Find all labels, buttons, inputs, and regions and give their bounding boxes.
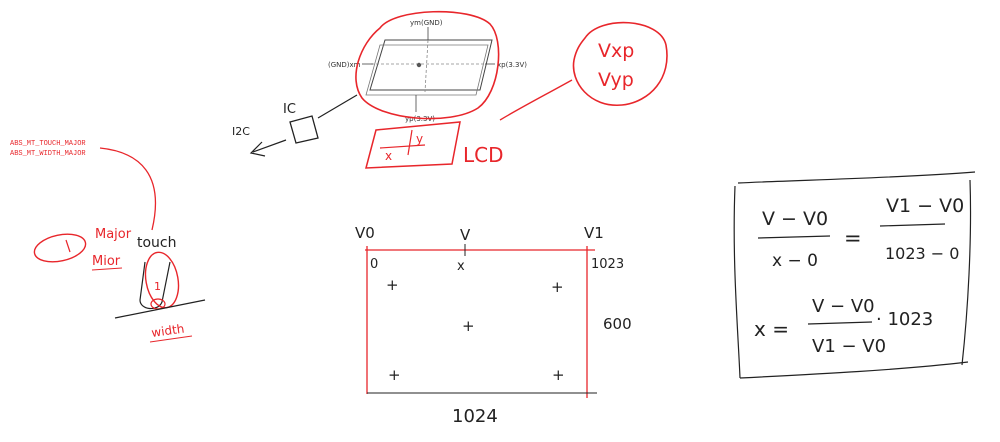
width-label-1024: 1024	[452, 406, 498, 427]
ic-connection-line	[317, 94, 358, 119]
formula-l1-denominator: x − 0	[772, 251, 818, 271]
formula-r1-fraction-bar	[879, 223, 946, 227]
surface-line	[114, 299, 206, 319]
formula-right-border	[961, 179, 972, 366]
calibration-cross-tl: +	[386, 276, 399, 294]
finger-outline	[139, 261, 171, 310]
formula-box: V − V0 x − 0 = V1 − V0 1023 − 0 x = V − …	[733, 171, 976, 379]
label-xm: (GND)xm	[328, 61, 361, 69]
ellipse-mark	[65, 239, 71, 253]
calibration-cross-br: +	[552, 366, 565, 384]
finger-one-label: 1	[154, 280, 161, 293]
screen-diagram: V0 V V1 0 x 1023 600 1024 + + + + +	[355, 224, 632, 427]
i2c-arrow-shaft	[252, 139, 287, 153]
lcd-y-label: y	[416, 132, 423, 146]
formula-l2-denominator: V1 − V0	[812, 336, 886, 357]
formula-l2-fraction-bar	[807, 321, 873, 325]
voltage-group: Vxp Vyp	[499, 21, 668, 121]
lcd-x-label: x	[385, 149, 392, 163]
formula-l2-numerator: V − V0	[812, 296, 875, 317]
abs-touch-major: ABS_MT_TOUCH_MAJOR	[10, 140, 86, 148]
panel-highlight-circle	[355, 10, 500, 120]
lcd-x-axis	[379, 144, 426, 149]
label-xp: xp(3.3V)	[497, 61, 527, 69]
formula-l1-fraction-bar	[757, 235, 831, 239]
voltage-connector	[499, 79, 573, 121]
vxp-label: Vxp	[598, 40, 634, 62]
calibration-cross-bl: +	[388, 366, 401, 384]
formula-times-1023: · 1023	[876, 309, 933, 330]
v1-label: V1	[584, 224, 604, 242]
formula-bottom-border	[739, 361, 969, 379]
panel-layer-top	[369, 39, 493, 91]
touch-label: touch	[137, 235, 177, 251]
abs-labels: ABS_MT_TOUCH_MAJOR ABS_MT_WIDTH_MAJOR	[10, 140, 157, 231]
panel-vertical-axis	[424, 39, 429, 93]
lcd-group: x y LCD	[365, 121, 504, 169]
major-label: Major	[95, 227, 132, 242]
i2c-arrow-head	[249, 141, 266, 157]
v0-label: V0	[355, 224, 375, 242]
finger-diagram: Major Mior touch 1 width	[33, 227, 206, 343]
width-label: width	[150, 322, 185, 340]
ic-chip: IC I2C	[232, 94, 358, 157]
calibration-cross-center: +	[462, 317, 475, 335]
max-x-label: 1023	[591, 257, 624, 272]
formula-r1-denominator: 1023 − 0	[885, 244, 959, 263]
touch-ellipse-small	[33, 233, 87, 263]
abs-connector	[99, 147, 157, 231]
formula-equals: =	[844, 226, 862, 250]
vyp-label: Vyp	[598, 69, 634, 91]
v-label: V	[460, 226, 471, 244]
ic-box	[289, 115, 319, 144]
lcd-box	[365, 121, 461, 169]
formula-x-equals: x =	[754, 317, 789, 341]
panel-layer-bottom	[365, 44, 489, 96]
width-ellipse	[150, 298, 166, 310]
lcd-y-axis	[407, 129, 413, 156]
panel-touch-point	[416, 62, 422, 68]
abs-width-major: ABS_MT_WIDTH_MAJOR	[10, 150, 86, 158]
width-underline	[149, 335, 193, 343]
minor-label: Mior	[92, 254, 121, 269]
formula-top-border	[737, 171, 976, 184]
formula-left-border	[733, 185, 741, 379]
formula-l1-numerator: V − V0	[762, 208, 828, 230]
lcd-label: LCD	[463, 143, 504, 167]
voltage-circle	[572, 21, 668, 106]
zero-label: 0	[370, 257, 378, 272]
minor-underline	[91, 267, 123, 271]
i2c-label: I2C	[232, 125, 250, 138]
x-label: x	[457, 259, 465, 274]
calibration-cross-tr: +	[551, 278, 564, 296]
ic-label: IC	[283, 102, 296, 117]
height-label: 600	[603, 315, 632, 333]
formula-r1-numerator: V1 − V0	[886, 195, 964, 217]
label-ym: ym(GND)	[410, 19, 443, 27]
